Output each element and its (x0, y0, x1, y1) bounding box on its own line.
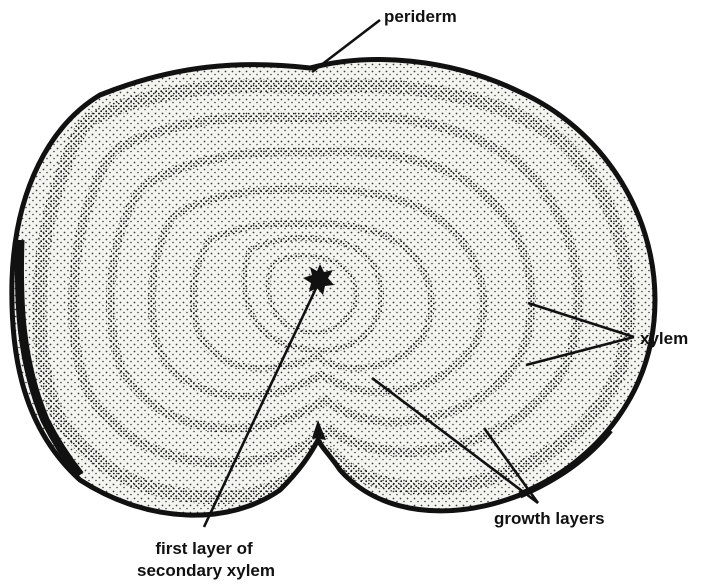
first-layer-label-line2: secondary xylem (137, 561, 275, 580)
trunk-cross-section (12, 60, 655, 516)
periderm-label: periderm (384, 7, 457, 26)
growth-layers-label: growth layers (494, 509, 605, 528)
xylem-label: xylem (640, 329, 688, 348)
first-layer-label-line1: first layer of (155, 539, 253, 558)
